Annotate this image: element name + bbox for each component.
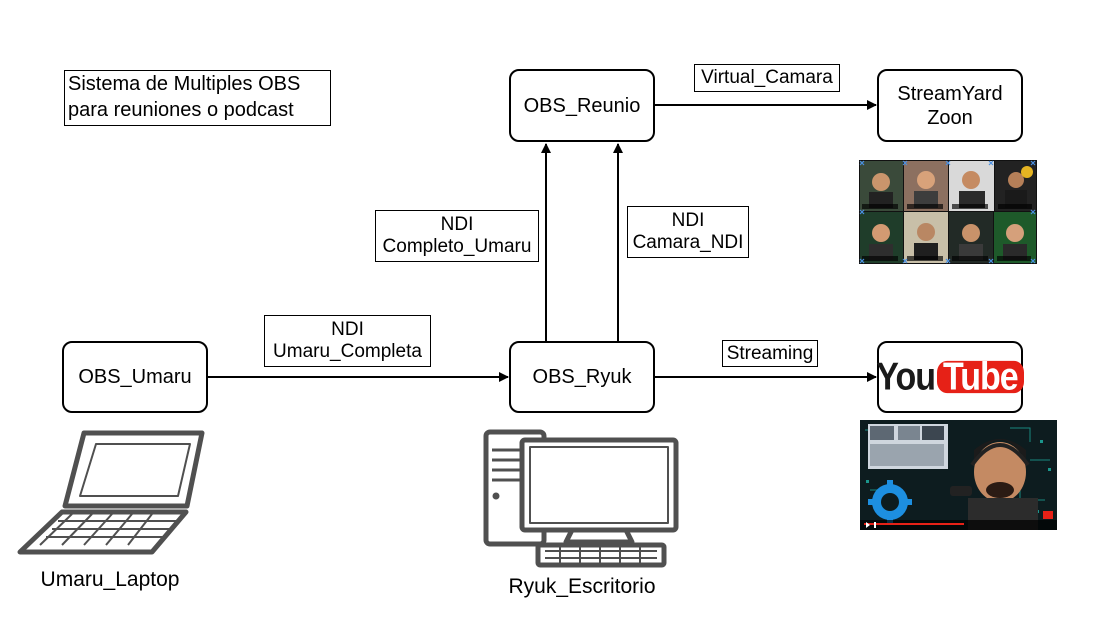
- video-call-grid: [859, 160, 1037, 264]
- node-streamyard-zoon[interactable]: StreamYard Zoon: [877, 69, 1023, 142]
- laptop-icon: [17, 430, 205, 555]
- node-streamyard-line-2: Zoon: [927, 106, 973, 129]
- edge-label-ndi-completo-umaru: NDI Completo_Umaru: [375, 210, 539, 262]
- edge-label-ndi-camara-line-1: NDI: [671, 210, 705, 231]
- youtube-logo: You Tube: [876, 355, 1024, 399]
- edge-label-ndi-completo-line-1: NDI: [440, 214, 474, 235]
- title-line-1: Sistema de Multiples OBS: [68, 73, 301, 95]
- node-obs-ryuk[interactable]: OBS_Ryuk: [509, 341, 655, 413]
- diagram-title: Sistema de Multiples OBS para reuniones …: [64, 70, 331, 126]
- stream-screenshot[interactable]: [860, 420, 1057, 530]
- node-obs-umaru-label: OBS_Umaru: [78, 366, 192, 388]
- video-call-screenshot[interactable]: [859, 160, 1037, 264]
- edge-label-ndi-umaru-line-1: NDI: [331, 319, 364, 340]
- desktop-computer-icon: [483, 429, 679, 568]
- node-youtube[interactable]: You Tube: [876, 341, 1024, 413]
- youtube-logo-you: You: [876, 355, 936, 399]
- edge-label-ndi-umaru-line-2: Umaru_Completa: [273, 341, 422, 362]
- stream-frame: [860, 420, 1057, 530]
- caption-umaru-laptop-text: Umaru_Laptop: [40, 568, 180, 591]
- edge-label-ndi-completo-line-2: Completo_Umaru: [382, 236, 532, 257]
- caption-umaru-laptop: Umaru_Laptop: [20, 568, 200, 592]
- edge-label-ndi-umaru-completa: NDI Umaru_Completa: [264, 315, 431, 367]
- edge-label-virtual-camara-text: Virtual_Camara: [701, 67, 833, 88]
- node-obs-reunio-label: OBS_Reunio: [523, 94, 641, 117]
- title-line-2: para reuniones o podcast: [68, 99, 294, 121]
- edge-label-streaming: Streaming: [722, 340, 818, 367]
- caption-ryuk-escritorio: Ryuk_Escritorio: [492, 575, 672, 599]
- node-obs-ryuk-label: OBS_Ryuk: [532, 366, 632, 388]
- caption-ryuk-escritorio-text: Ryuk_Escritorio: [508, 575, 656, 598]
- edge-label-ndi-camara: NDI Camara_NDI: [627, 206, 749, 258]
- edge-label-ndi-camara-line-2: Camara_NDI: [632, 232, 744, 253]
- node-streamyard-line-1: StreamYard: [897, 82, 1003, 105]
- node-obs-umaru[interactable]: OBS_Umaru: [62, 341, 208, 413]
- node-obs-reunio[interactable]: OBS_Reunio: [509, 69, 655, 142]
- edge-label-streaming-text: Streaming: [726, 342, 814, 364]
- edge-label-virtual-camara: Virtual_Camara: [694, 64, 840, 92]
- youtube-logo-tube: Tube: [937, 357, 1024, 397]
